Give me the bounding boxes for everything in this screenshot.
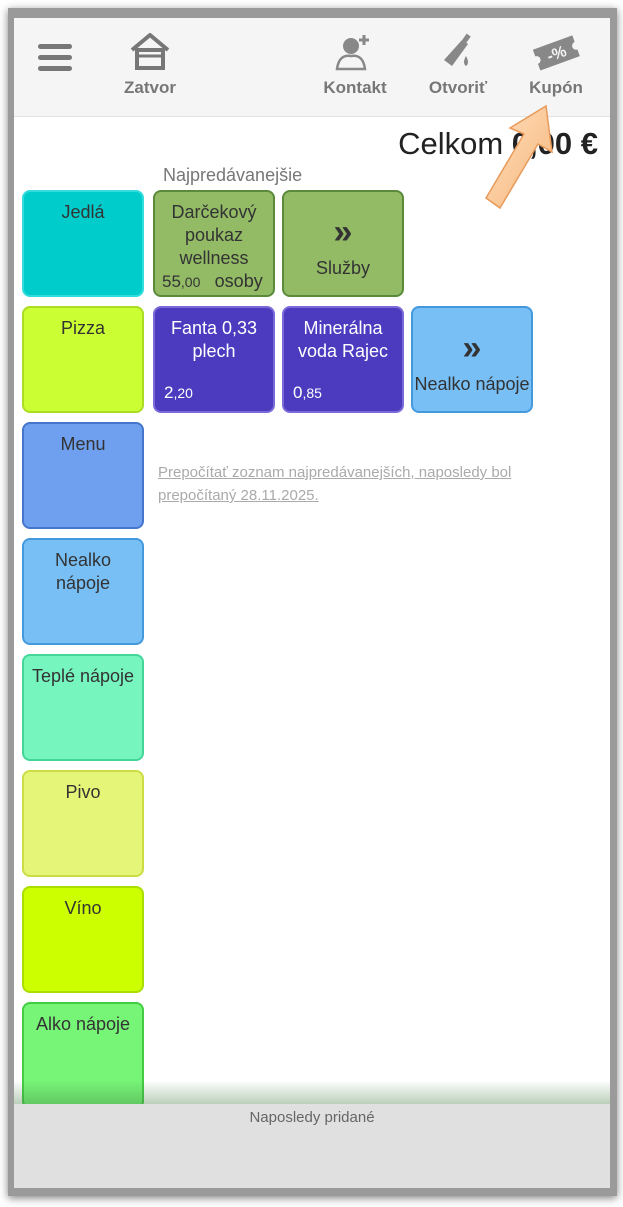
coupon-label: Kupón [529,78,583,97]
open-button[interactable]: Otvoriť [418,32,498,98]
contact-label: Kontakt [323,78,387,97]
total-label: Celkom [398,126,504,161]
svg-text:-%: -% [545,43,569,66]
close-button[interactable]: Zatvor [110,32,190,98]
house-icon [130,33,170,70]
category-tile[interactable]: Jedlá [22,190,144,297]
category-label: Pizza [60,318,105,338]
category-label: Nealko nápoje [54,550,112,593]
toolbar: Zatvor Kontakt Otvoriť -% Kupón [14,18,610,117]
bottle-drop-icon [444,33,471,66]
double-chevron-right-icon: » [462,329,482,367]
category-tile[interactable]: Menu [22,422,144,529]
order-total: Celkom 0,00 € [398,126,598,162]
category-label: Teplé nápoje [31,666,135,686]
product-price: 55,00 [162,272,201,291]
close-label: Zatvor [124,78,176,97]
category-tile[interactable]: Nealko nápoje [22,538,144,645]
coupon-percent-icon: -% [532,35,580,71]
contact-button[interactable]: Kontakt [315,32,395,98]
double-chevron-right-icon: » [333,213,353,251]
open-label: Otvoriť [428,78,488,97]
scroll-fade [14,1080,610,1104]
category-label: Pivo [65,782,101,802]
product-name: Darčekový poukaz wellness osoby [171,202,263,291]
menu-button[interactable] [16,42,96,80]
product-tile[interactable]: Fanta 0,33 plech 2,20 [153,306,275,413]
category-tile[interactable]: Alko nápoje [22,1002,144,1109]
category-tile[interactable]: Víno [22,886,144,993]
category-label: Menu [60,434,106,454]
product-name: Fanta 0,33 plech [170,318,258,361]
product-price: 0,85 [293,383,322,402]
more-label: Služby [315,258,371,278]
product-price: 2,20 [164,383,193,402]
category-tile[interactable]: Pivo [22,770,144,877]
recalculate-bestsellers-link[interactable]: Prepočítať zoznam najpredávanejších, nap… [158,464,512,504]
category-label: Alko nápoje [35,1014,131,1034]
category-label: Víno [64,898,102,918]
category-label: Jedlá [61,202,105,222]
hamburger-icon [38,44,72,71]
more-soft-drinks-tile[interactable]: » Nealko nápoje [411,306,533,413]
bestsellers-title: Najpredávanejšie [163,165,303,185]
total-value: 0,00 € [511,126,598,161]
more-services-tile[interactable]: » Služby [282,190,404,297]
recently-added-panel: Naposledy pridané [14,1104,610,1188]
more-label: Nealko nápoje [414,374,530,394]
product-tile[interactable]: Minerálna voda Rajec 0,85 [282,306,404,413]
category-tile[interactable]: Teplé nápoje [22,654,144,761]
add-person-icon [335,35,369,71]
category-tile[interactable]: Pizza [22,306,144,413]
product-name: Minerálna voda Rajec [297,318,389,361]
app-screen: Zatvor Kontakt Otvoriť -% Kupón Celkom 0… [14,18,610,1188]
coupon-button[interactable]: -% Kupón [516,32,596,98]
recently-added-title: Naposledy pridané [249,1109,375,1126]
